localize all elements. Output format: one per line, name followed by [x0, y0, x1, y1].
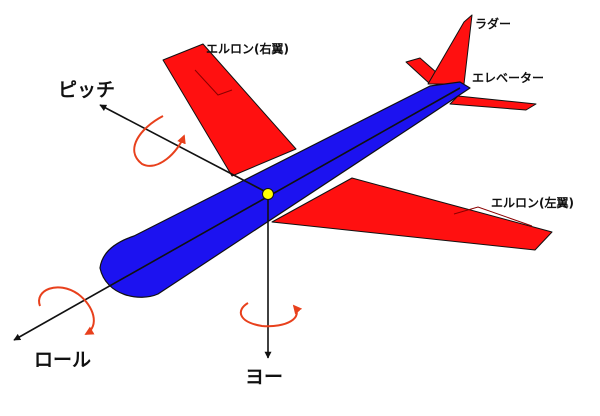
vertical-tail: [427, 14, 473, 85]
right-wing: [162, 43, 297, 177]
roll-rotation-arrow: [38, 286, 95, 335]
roll-axis: [13, 87, 461, 341]
rudder-label: ラダー: [475, 16, 511, 31]
yaw-label: ヨー: [245, 366, 283, 388]
right-aileron-outline: [194, 69, 233, 96]
pitch-axis: [99, 104, 269, 194]
left-wing: [271, 177, 553, 251]
elevator-near: [449, 95, 537, 111]
aileron-left-label: エルロン(左翼): [491, 195, 574, 210]
pitch-rotation-arrow: [133, 115, 186, 167]
yaw-rotation-arrow: [239, 302, 303, 328]
pitch-label: ピッチ: [58, 79, 115, 101]
center-of-gravity-marker: [262, 188, 274, 200]
roll-label: ロール: [34, 349, 91, 371]
elevator-label: エレベーター: [472, 71, 544, 85]
fuselage: [99, 81, 471, 298]
left-aileron-outline: [453, 206, 533, 227]
aileron-right-label: エルロン(右翼): [206, 41, 289, 56]
